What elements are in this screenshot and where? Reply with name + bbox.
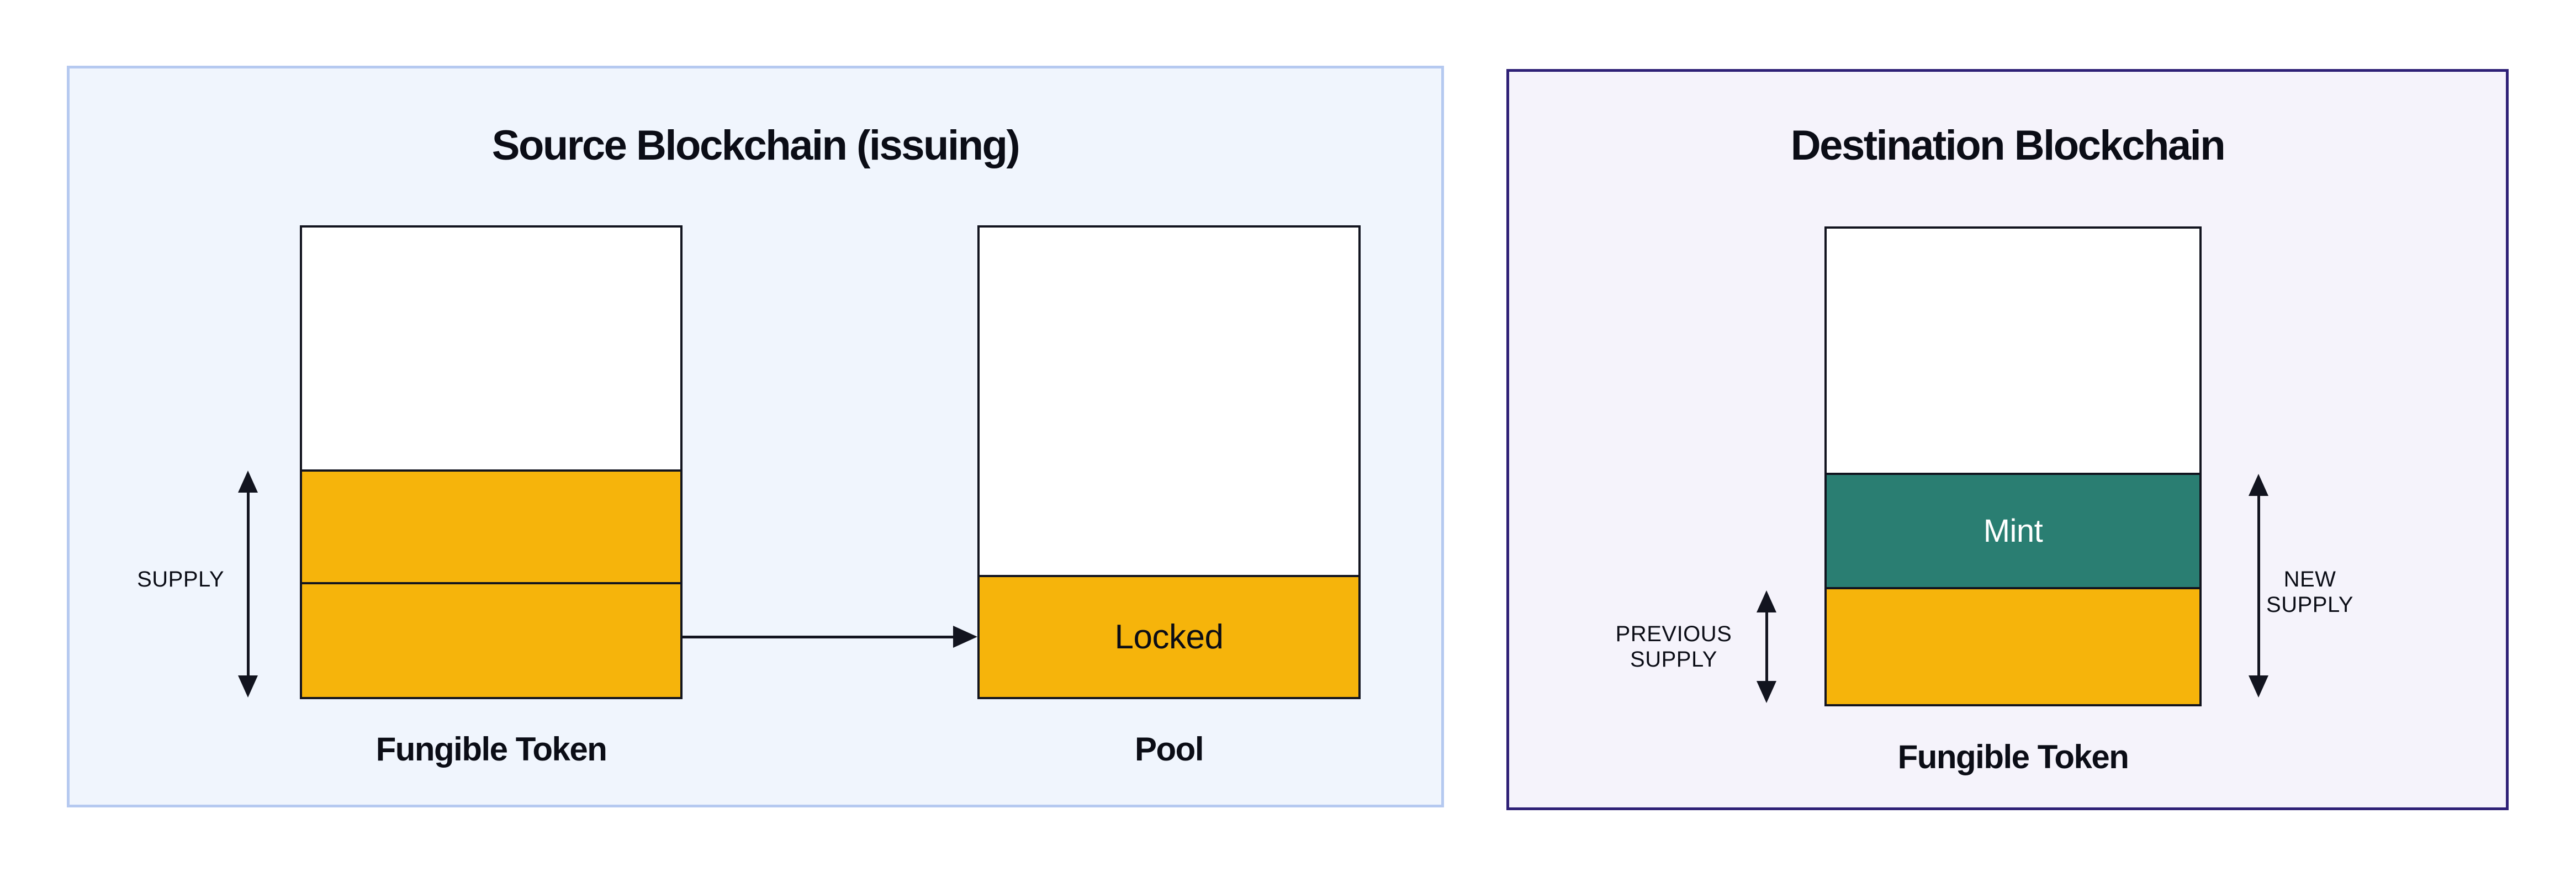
- source-blockchain-panel: Source Blockchain (issuing) SUPPLY Fungi…: [67, 66, 1444, 807]
- previous-supply-range-arrow: [1757, 590, 1776, 703]
- supply-label: SUPPLY: [137, 567, 224, 591]
- arrow-shaft: [246, 493, 250, 675]
- source-token-unfilled-area: [302, 228, 680, 469]
- arrow-right-icon: [953, 626, 977, 648]
- new-supply-label-line1: NEW: [2283, 567, 2336, 591]
- locked-label: Locked: [1114, 618, 1224, 656]
- pool-locked-segment: Locked: [980, 575, 1358, 697]
- destination-blockchain-panel: Destination Blockchain Mint PREVIOUS SUP…: [1506, 69, 2509, 810]
- source-fungible-token-box: [300, 225, 683, 699]
- arrow-shaft: [1765, 612, 1768, 681]
- arrow-shaft: [2257, 496, 2260, 675]
- pool-unfilled-area: [980, 228, 1358, 575]
- arrow-down-icon: [1757, 681, 1776, 703]
- previous-supply-label-line1: PREVIOUS: [1615, 622, 1732, 646]
- arrow-down-icon: [238, 675, 258, 698]
- arrow-up-icon: [2249, 474, 2268, 496]
- pool-box: Locked: [977, 225, 1361, 699]
- destination-fungible-token-box: Mint: [1824, 226, 2202, 706]
- previous-supply-label-line2: SUPPLY: [1630, 647, 1717, 672]
- new-supply-label-line2: SUPPLY: [2266, 593, 2353, 617]
- destination-token-box-caption: Fungible Token: [1897, 738, 2129, 775]
- supply-range-arrow: [238, 471, 258, 698]
- source-token-supply-lower-segment: [302, 582, 680, 697]
- pool-box-caption: Pool: [1135, 731, 1204, 768]
- arrow-shaft: [683, 635, 953, 638]
- source-token-box-caption: Fungible Token: [375, 731, 607, 768]
- destination-token-previous-supply-segment: [1827, 587, 2199, 704]
- new-supply-range-arrow: [2249, 474, 2268, 698]
- mint-label: Mint: [1983, 513, 2043, 549]
- arrow-up-icon: [238, 471, 258, 493]
- destination-token-mint-segment: Mint: [1827, 473, 2199, 587]
- arrow-up-icon: [1757, 590, 1776, 612]
- source-panel-title: Source Blockchain (issuing): [491, 122, 1020, 169]
- arrow-down-icon: [2249, 675, 2268, 698]
- destination-token-unfilled-area: [1827, 229, 2199, 473]
- previous-supply-label: PREVIOUS SUPPLY: [1605, 621, 1743, 672]
- destination-panel-title: Destination Blockchain: [1790, 122, 2226, 169]
- new-supply-label: NEW SUPPLY: [2241, 567, 2379, 617]
- lock-transfer-arrow: [683, 626, 977, 648]
- source-token-supply-upper-segment: [302, 469, 680, 582]
